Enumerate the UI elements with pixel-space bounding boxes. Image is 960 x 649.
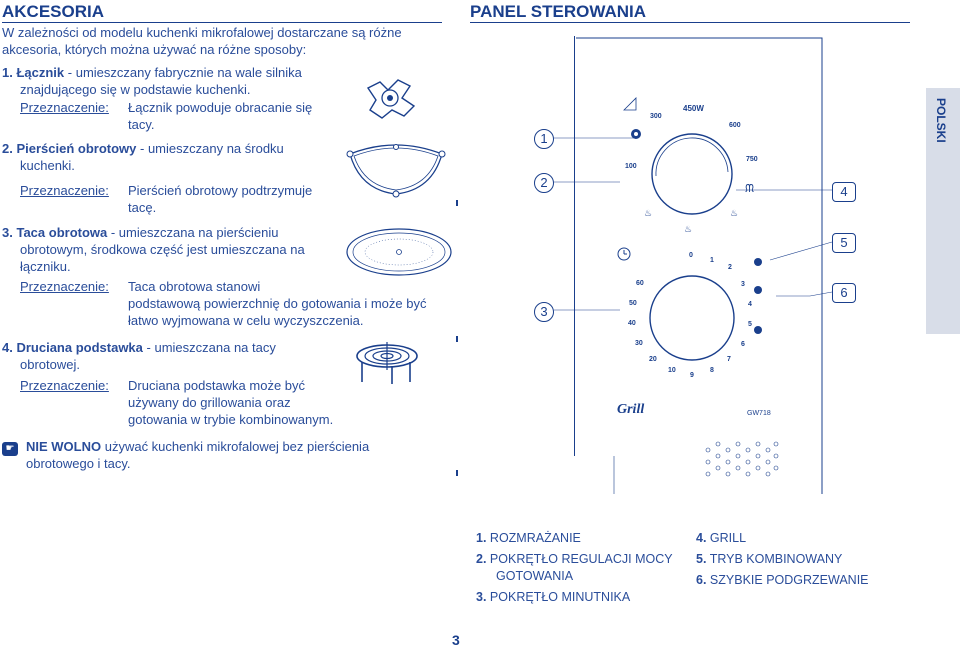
warning-text: NIE WOLNO używać kuchenki mikrofalowej b… [26,439,370,471]
item-3-purpose-label: Przeznaczenie: [20,279,109,294]
power-label-450w: 450W [683,104,704,113]
section-title-accessories: AKCESORIA [2,2,442,23]
timer-3: 3 [741,281,745,288]
timer-10: 10 [668,367,676,374]
divider-mark [456,470,458,476]
power-label-100: 100 [625,163,637,170]
timer-8: 8 [710,367,714,374]
item-1-description: 1. Łącznik - umieszczany fabrycznie na w… [2,65,302,97]
timer-6: 6 [741,341,745,348]
callout-5: 5 [832,233,856,253]
timer-0: 0 [689,252,693,259]
language-tab: POLSKI [926,88,960,334]
item-1-purpose-label: Przeznaczenie: [20,100,109,115]
item-3-purpose-text: Taca obrotowa stanowi podstawową powierz… [128,279,427,328]
item-2-description: 2. Pierścień obrotowy - umieszczany na ś… [2,141,284,173]
timer-dial[interactable] [612,240,772,400]
timer-5: 5 [748,321,752,328]
divider-mark [456,336,458,342]
item-4-purpose-text: Druciana podstawka może być używany do g… [128,378,334,427]
combi-low-icon: ♨ [644,208,653,218]
grill-icon: ᙏ [745,183,755,195]
control-panel-outline [576,37,823,494]
timer-30: 30 [635,340,643,347]
callout-1: 1 [534,129,554,149]
callout-6: 6 [832,283,856,303]
wire-rack-image [356,342,418,384]
brand-logo: Grill [617,402,645,417]
timer-50: 50 [629,300,637,307]
item-1-purpose-text: Łącznik powoduje obracanie się tacy. [128,100,313,132]
coupler-image [366,79,416,119]
power-label-300: 300 [650,113,662,120]
timer-4: 4 [748,301,752,308]
warning-hand-icon: ☛ [2,442,18,456]
callout-2: 2 [534,173,554,193]
intro-text: W zależności od modelu kuchenki mikrofal… [2,25,402,57]
power-dial[interactable] [612,94,772,234]
power-label-600: 600 [729,122,741,129]
legend-column-2: 4. GRILL 5. TRYB KOMBINOWANY 6. SZYBKIE … [696,531,869,587]
callout-4: 4 [832,182,856,202]
model-code: GW718 [747,410,771,417]
divider-mark [456,200,458,206]
turntable-image [346,228,452,276]
power-label-750: 750 [746,156,758,163]
speaker-grille [705,441,779,477]
item-4-description: 4. Druciana podstawka - umieszczana na t… [2,340,276,372]
timer-2: 2 [728,264,732,271]
combi-mid-icon: ♨ [684,224,693,234]
timer-40: 40 [628,320,636,327]
combi-high-icon: ♨ [730,208,739,218]
timer-1: 1 [710,257,714,264]
timer-9: 9 [690,372,694,379]
legend-column-1: 1. ROZMRAŻANIE 2. POKRĘTŁO REGULACJI MOC… [476,531,673,604]
item-3-description: 3. Taca obrotowa - umieszczana na pierśc… [2,225,305,274]
timer-20: 20 [649,356,657,363]
item-4-purpose-label: Przeznaczenie: [20,378,109,393]
panel-edge-left [574,36,575,456]
callout-3: 3 [534,302,554,322]
item-2-purpose-label: Przeznaczenie: [20,183,109,198]
item-2-purpose-text: Pierścień obrotowy podtrzymuje tacę. [128,183,313,215]
page-number: 3 [452,632,460,648]
section-title-control-panel: PANEL STEROWANIA [470,2,910,23]
roller-ring-image [346,144,446,198]
callout-leader-lines [554,137,833,311]
timer-7: 7 [727,356,731,363]
timer-60: 60 [636,280,644,287]
